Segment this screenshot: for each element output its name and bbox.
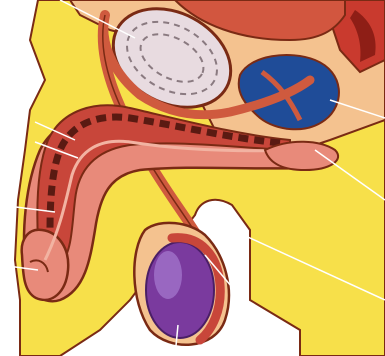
testis-highlight — [154, 251, 182, 299]
testis — [146, 242, 214, 338]
